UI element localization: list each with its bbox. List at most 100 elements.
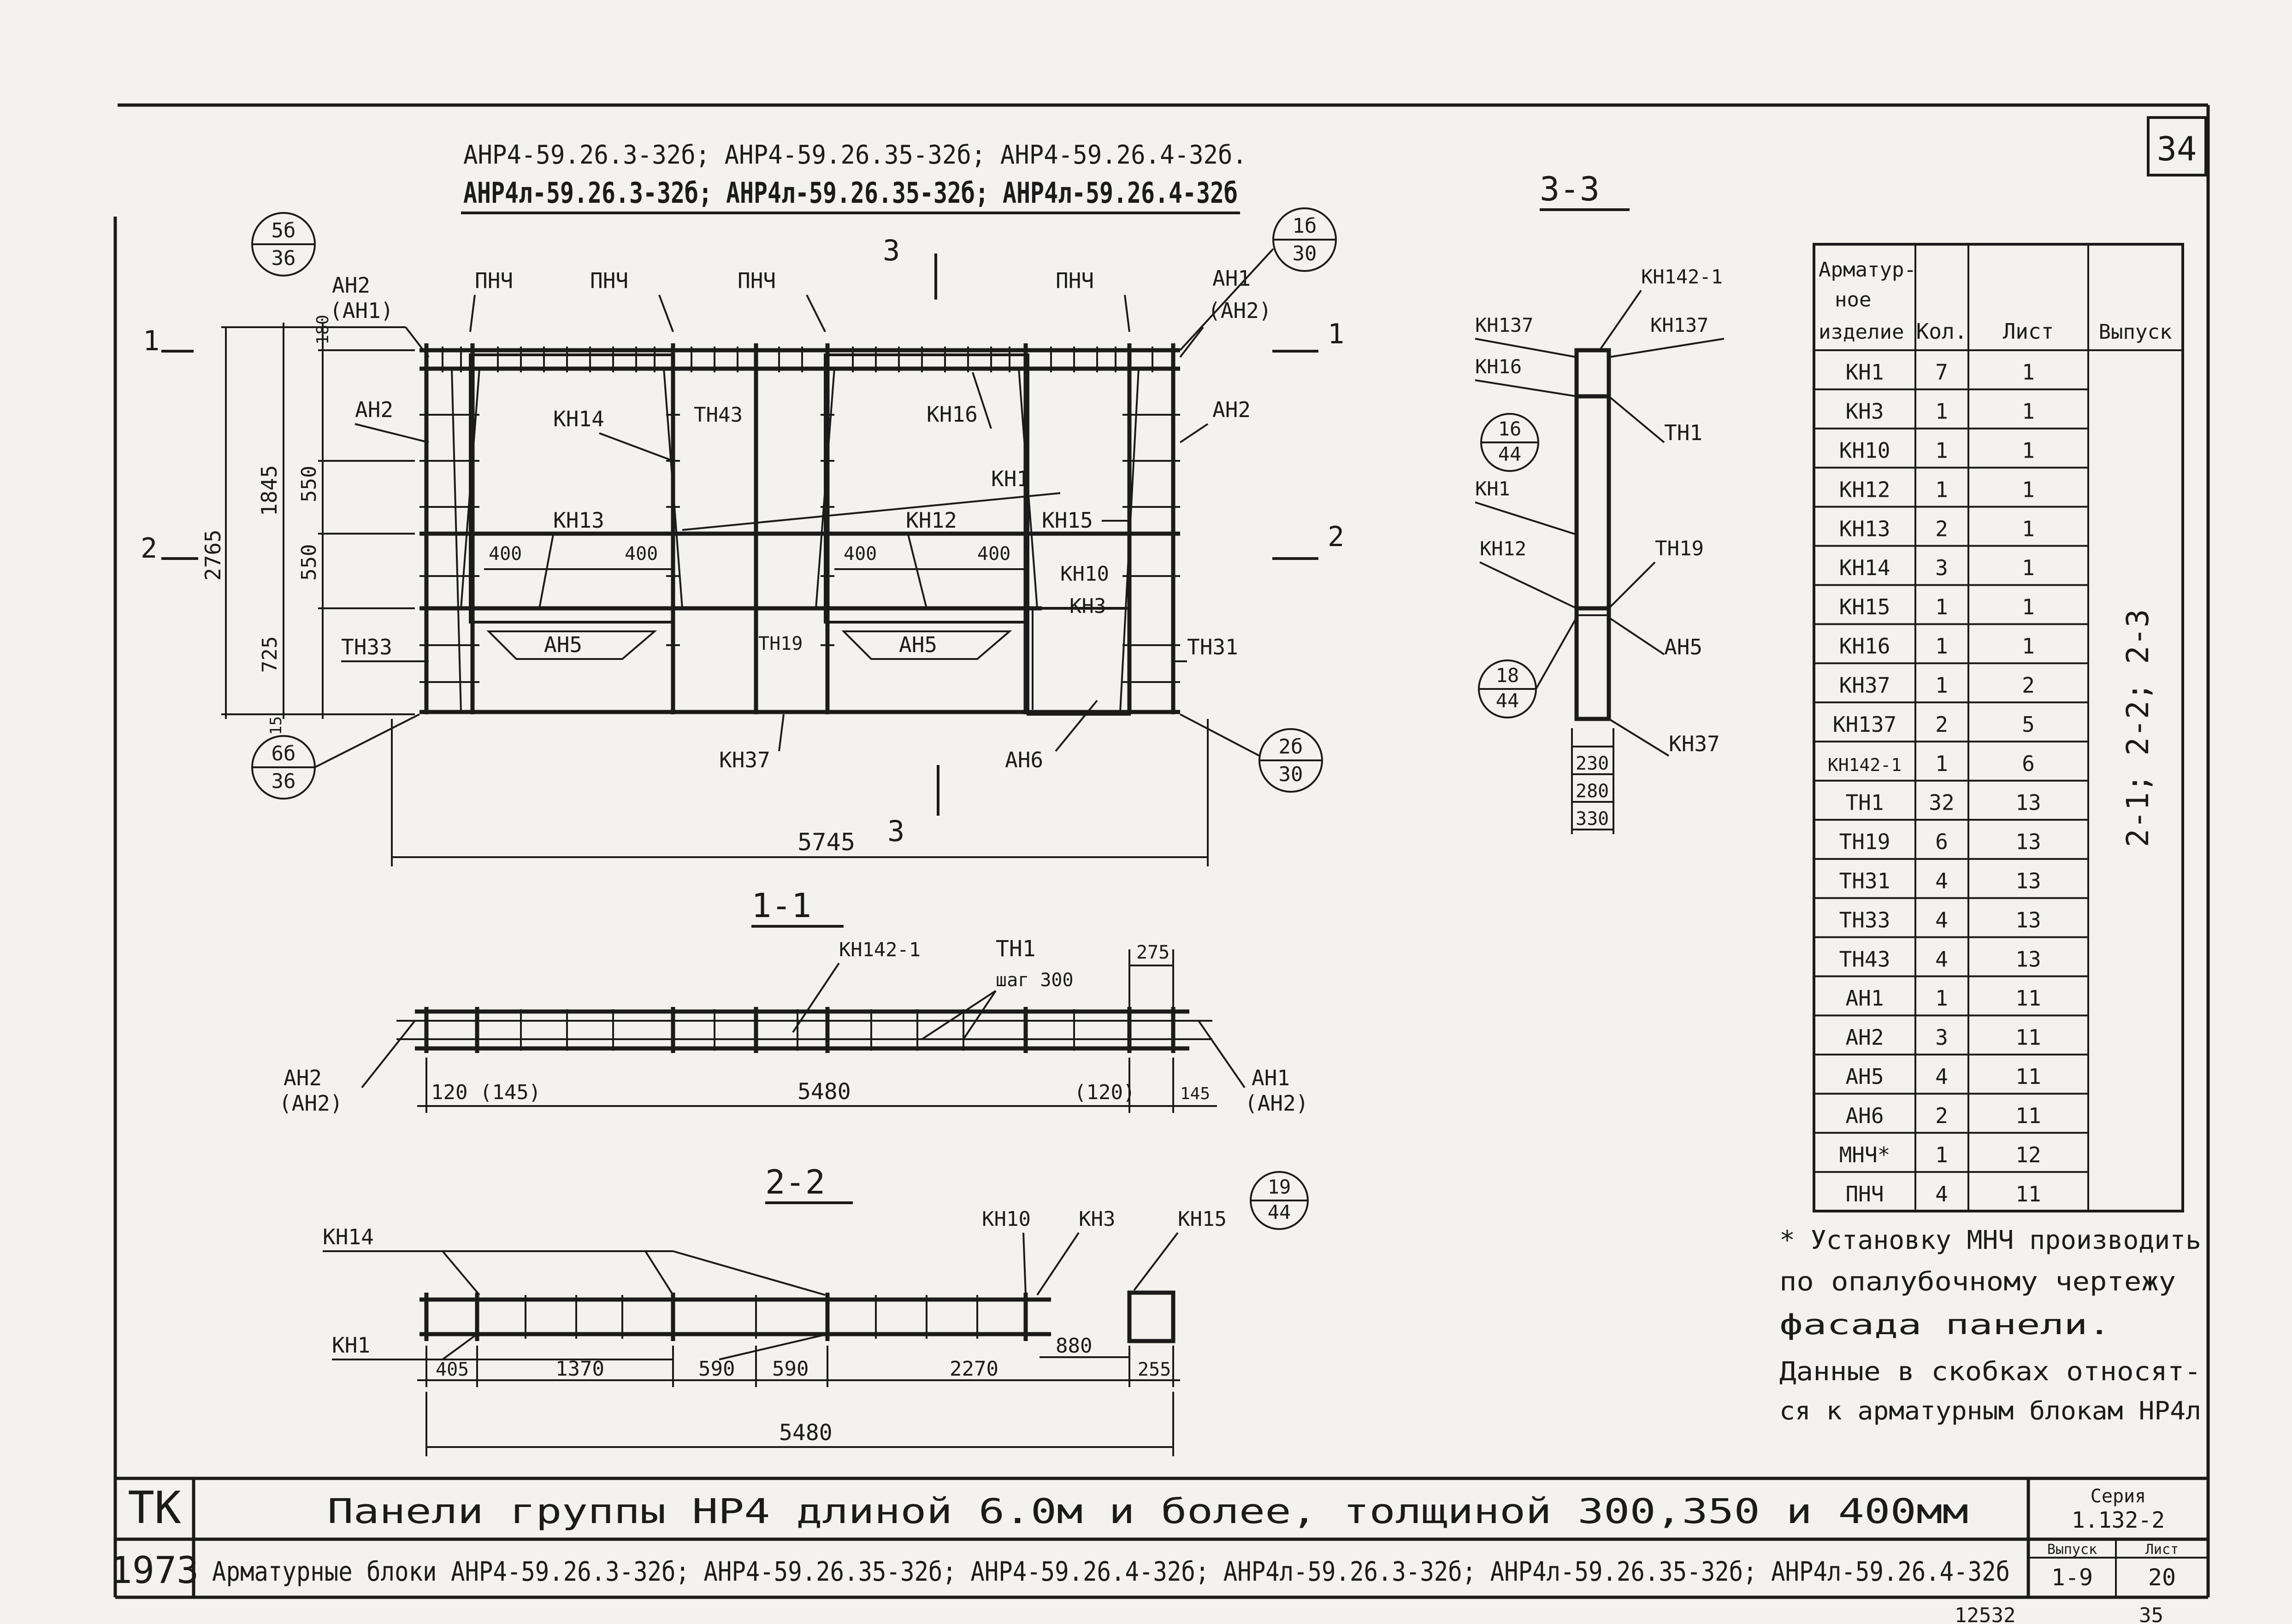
table-cell-item: КН13: [1839, 516, 1890, 541]
svg-text:19: 19: [1268, 1176, 1291, 1198]
label-kn13: КН13: [553, 508, 604, 533]
table-issue-note: 2-1; 2-2; 2-3: [2120, 609, 2156, 847]
section-2-2-title: 2-2: [765, 1163, 825, 1201]
dim-1845: 1845: [257, 465, 282, 516]
table-header-item-line2: ное: [1835, 288, 1871, 312]
header-line-2: АНР4л-59.26.3-32б; АНР4л-59.26.35-32б; А…: [463, 176, 1238, 210]
s11-label-tn1: ТН1: [996, 936, 1036, 962]
s11-label-ah2-alt: (АН2): [279, 1091, 343, 1116]
title-main: Панели группы НР4 длиной 6.0м и более, т…: [327, 1492, 1968, 1531]
table-cell-item: ТН19: [1839, 830, 1890, 854]
svg-text:1б: 1б: [1293, 214, 1317, 238]
table-cell-item: АН5: [1845, 1064, 1884, 1089]
label-kn1: КН1: [991, 466, 1029, 491]
callout-6b-36: 6б 36: [251, 713, 420, 800]
table-cell-sheet: 13: [2015, 869, 2041, 894]
table-cell-sheet: 13: [2015, 947, 2041, 971]
table-cell-sheet: 5: [2022, 712, 2035, 737]
dim-15: 15: [267, 716, 285, 735]
table-cell-item: АН2: [1845, 1025, 1884, 1050]
callout-16-44: 16 44: [1480, 413, 1539, 472]
table-cell-sheet: 1: [2022, 399, 2035, 424]
dim-400-2: 400: [625, 543, 658, 565]
table-cell-sheet: 1: [2022, 438, 2035, 463]
table-header-qty: Кол.: [1916, 319, 1967, 344]
table-cell-item: КН15: [1839, 594, 1890, 619]
table-cell-qty: 32: [1929, 790, 1954, 815]
table-cell-qty: 1: [1935, 477, 1948, 502]
dim-5745: 5745: [797, 829, 855, 856]
s33-label-kn37: КН37: [1669, 731, 1720, 756]
s11-label-ah1-alt: (АН2): [1245, 1091, 1308, 1116]
section-3-3: 3-3 КН142-1 КН137 КН137 КН16 ТН1 КН1 КН1…: [1475, 170, 1725, 834]
s11-label-kn142: КН142-1: [839, 938, 921, 961]
svg-text:5б: 5б: [272, 219, 296, 242]
table-cell-qty: 1: [1935, 986, 1948, 1011]
label-kn10: КН10: [1060, 562, 1109, 586]
section-mark-1-left: 1: [143, 325, 159, 357]
table-cell-item: КН12: [1839, 477, 1890, 502]
table-cell-item: КН16: [1839, 634, 1890, 659]
svg-text:44: 44: [1268, 1201, 1291, 1224]
table-cell-item: ПНЧ: [1845, 1182, 1884, 1206]
s11-label-step: шаг 300: [996, 970, 1074, 991]
table-cell-qty: 4: [1935, 1064, 1948, 1089]
table-cell-qty: 2: [1935, 712, 1948, 737]
table-cell-qty: 2: [1935, 516, 1948, 541]
label-kn15: КН15: [1042, 508, 1093, 533]
label-pnch-2: ПНЧ: [590, 268, 628, 293]
footer-number-right: 35: [2139, 1604, 2163, 1624]
label-ah1-top-alt: (АН2): [1208, 298, 1271, 323]
label-kn16: КН16: [927, 402, 978, 427]
svg-text:36: 36: [272, 247, 296, 270]
dim-400-4: 400: [977, 543, 1010, 565]
header-line-1: АНР4-59.26.3-32б; АНР4-59.26.35-32б; АНР…: [463, 140, 1247, 170]
diagonal-bars: [451, 368, 1140, 712]
table-row: КН12 1 1: [1814, 477, 2088, 508]
table-cell-item: МНЧ*: [1839, 1142, 1890, 1167]
svg-text:6б: 6б: [272, 742, 296, 765]
drawing-header: АНР4-59.26.3-32б; АНР4-59.26.35-32б; АНР…: [461, 140, 1247, 214]
note-line-4: Данные в скобках относят-: [1779, 1357, 2201, 1387]
table-cell-sheet: 6: [2022, 751, 2035, 776]
series-label: Серия: [2091, 1486, 2146, 1507]
table-cell-sheet: 11: [2015, 1103, 2041, 1128]
s22-label-kn14: КН14: [323, 1224, 374, 1249]
s22-label-kn10: КН10: [982, 1207, 1031, 1231]
section-mark-2-right: 2: [1328, 521, 1344, 553]
table-cell-qty: 4: [1935, 907, 1948, 932]
table-cell-sheet: 1: [2022, 634, 2035, 659]
table-cell-item: АН1: [1845, 986, 1884, 1011]
s11-dim-120-right: (120): [1074, 1081, 1135, 1104]
label-pnch-4: ПНЧ: [1056, 268, 1094, 293]
s33-label-kn1: КН1: [1475, 477, 1510, 500]
callout-1b-30: 1б 30: [1179, 207, 1337, 351]
callout-5b-36: 5б 36: [251, 212, 316, 277]
table-cell-sheet: 13: [2015, 790, 2041, 815]
table-cell-sheet: 1: [2022, 477, 2035, 502]
table-cell-item: КН10: [1839, 438, 1890, 463]
label-ah6: АН6: [1005, 747, 1043, 772]
label-ah5-1: АН5: [544, 632, 582, 657]
table-cell-sheet: 1: [2022, 555, 2035, 580]
s22-dim-5480: 5480: [779, 1420, 833, 1446]
section-mark-2-left: 2: [141, 532, 157, 565]
table-cell-item: КН14: [1839, 555, 1890, 580]
table-cell-sheet: 13: [2015, 830, 2041, 854]
s22-dim-255: 255: [1138, 1359, 1171, 1380]
s11-dim-5480: 5480: [797, 1079, 851, 1105]
footer-number-left: 12532: [1955, 1604, 2015, 1624]
s11-label-ah1: АН1: [1252, 1065, 1290, 1090]
section-mark-3-bottom: 3: [887, 814, 904, 848]
sheet-number-box: 34: [2147, 116, 2207, 177]
table-cell-sheet: 11: [2015, 986, 2041, 1011]
sheet-number: 34: [2157, 129, 2197, 168]
sheet-frame: [113, 103, 2210, 1599]
s33-label-kn142: КН142-1: [1641, 265, 1723, 288]
